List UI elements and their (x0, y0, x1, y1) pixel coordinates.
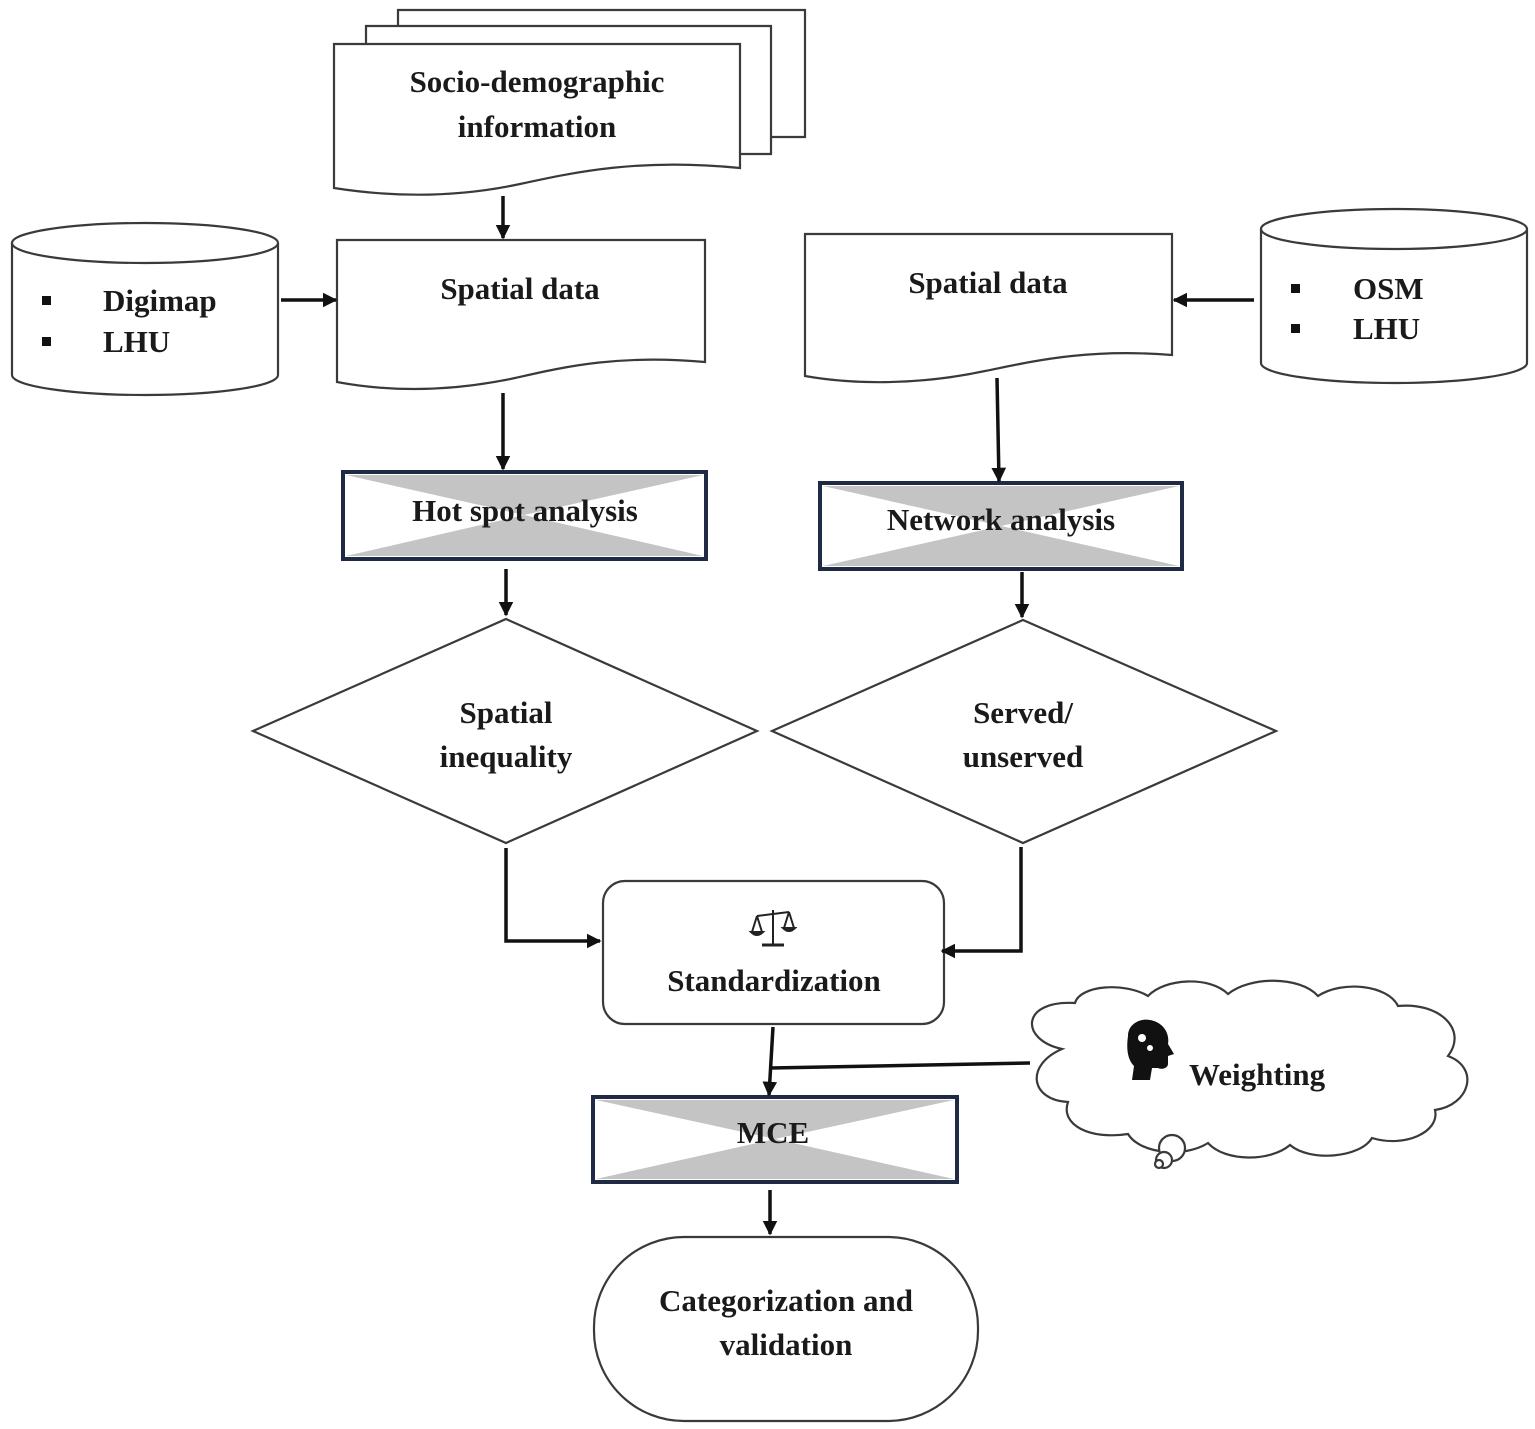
head-gears-icon (1127, 1019, 1174, 1080)
spatial-data-left: Spatial data (335, 238, 707, 391)
weighting-label: Weighting (1189, 1057, 1326, 1092)
spatial-inequality-diamond: Spatial inequality (250, 617, 760, 845)
network-analysis-label: Network analysis (887, 502, 1115, 537)
right-db-item-lhu: LHU (1353, 311, 1420, 346)
database-left: Digimap LHU (10, 221, 280, 397)
spatial-inequality-line2: inequality (440, 739, 573, 774)
socio-label-line2: information (458, 109, 616, 144)
standardization-label: Standardization (667, 963, 881, 998)
mce-label: MCE (737, 1115, 809, 1150)
left-db-item-digimap: Digimap (103, 283, 217, 318)
served-line2: unserved (963, 739, 1084, 774)
categorization-line2: validation (720, 1327, 853, 1362)
network-analysis-box: Network analysis (818, 481, 1184, 571)
categorization-line1: Categorization and (659, 1283, 913, 1318)
categorization-terminator: Categorization and validation (592, 1235, 980, 1423)
database-right: OSM LHU (1259, 207, 1529, 385)
svg-text:Socio-demographic: Socio-demographic (410, 64, 665, 99)
spatial-data-right: Spatial data (803, 232, 1174, 384)
edge-weighting-to-mce (770, 1061, 1031, 1070)
spatial-data-left-label: Spatial data (440, 271, 600, 306)
hot-spot-analysis-box: Hot spot analysis (341, 470, 708, 561)
served-unserved-diamond: Served/ unserved (769, 618, 1279, 845)
edge-inequality-to-standardization (504, 848, 602, 949)
edge-spatial-right-to-network (991, 377, 1007, 483)
hot-spot-analysis-label: Hot spot analysis (412, 493, 638, 528)
right-db-item-osm: OSM (1353, 271, 1424, 306)
edge-served-to-standardization (940, 847, 1023, 959)
socio-demographic-document: Socio-demographic information (332, 8, 807, 196)
mce-box: MCE (591, 1095, 959, 1184)
spatial-inequality-line1: Spatial (459, 695, 552, 730)
served-line1: Served/ (973, 695, 1073, 730)
socio-label-line1: Socio-demographic (410, 64, 665, 99)
spatial-data-right-label: Spatial data (908, 265, 1068, 300)
balance-scale-icon (748, 910, 798, 947)
connectors (281, 196, 1254, 1236)
svg-text:information: information (458, 109, 616, 144)
left-db-item-lhu: LHU (103, 324, 170, 359)
weighting-cloud: Weighting (1031, 979, 1469, 1170)
standardization-box: Standardization (601, 879, 946, 1026)
edge-standardization-to-mce (762, 1026, 778, 1097)
